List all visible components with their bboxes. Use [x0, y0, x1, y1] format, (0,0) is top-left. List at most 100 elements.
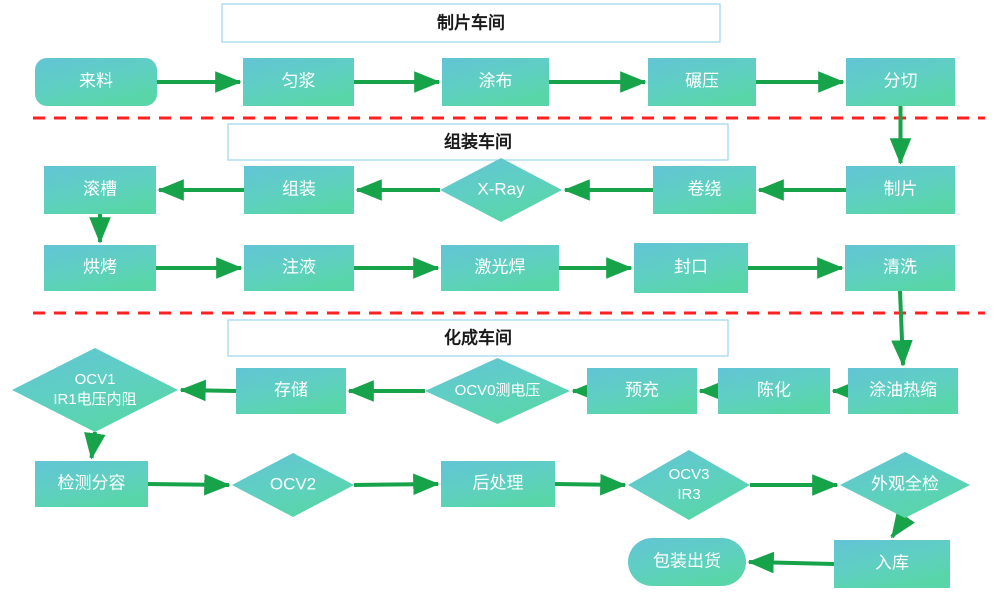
node-label: 来料	[79, 71, 113, 90]
node-label: 入库	[875, 553, 909, 572]
process-node-jiguanghan[interactable]: 激光焊	[441, 245, 559, 291]
node-shape-diamond	[840, 452, 970, 518]
process-node-cunchu[interactable]: 存储	[236, 368, 346, 414]
workshop-label-box: 制片车间	[221, 3, 721, 43]
process-node-tubu[interactable]: 涂布	[442, 58, 549, 106]
node-shape-rect	[834, 540, 950, 588]
node-shape-rect	[846, 166, 955, 214]
node-shape-rect	[441, 461, 555, 507]
process-node-fenqie[interactable]: 分切	[846, 58, 955, 106]
process-node-waiguan[interactable]: 外观全检	[840, 452, 970, 518]
node-label: 检测分容	[58, 473, 126, 492]
workshop-label-text: 化成车间	[444, 327, 512, 347]
workshop-label-frame	[227, 319, 729, 357]
workshop-label-frame	[227, 123, 729, 161]
node-label: 后处理	[473, 473, 524, 492]
node-shape-rect	[634, 243, 748, 293]
workshop-label-frame	[221, 3, 721, 43]
node-shape-rounded-rect	[35, 58, 157, 106]
connector-ocv1-jiance	[84, 431, 106, 460]
node-label: 清洗	[883, 257, 917, 276]
process-node-zuzhuang[interactable]: 组装	[244, 166, 354, 214]
node-label: 外观全检	[871, 474, 939, 493]
node-shape-diamond	[628, 450, 750, 520]
workshop-label-box: 化成车间	[227, 319, 729, 357]
node-label: 匀浆	[282, 71, 316, 90]
process-node-juanrao[interactable]: 卷绕	[653, 166, 756, 214]
node-shape-rect	[44, 245, 156, 291]
process-node-hongkao[interactable]: 烘烤	[44, 245, 156, 291]
node-shape-diamond	[440, 158, 562, 222]
process-node-jiance[interactable]: 检测分容	[35, 461, 148, 507]
process-node-chenhua[interactable]: 陈化	[718, 368, 830, 414]
node-label: 激光焊	[475, 257, 526, 276]
node-shape-rect	[243, 58, 354, 106]
node-label: 碾压	[685, 71, 719, 90]
node-label: 制片	[884, 179, 918, 198]
process-node-ocv2[interactable]: OCV2	[232, 453, 354, 517]
process-node-fengkou[interactable]: 封口	[634, 243, 748, 293]
node-label: 滚槽	[83, 179, 117, 198]
connector-cunchu-ocv1	[179, 379, 237, 402]
process-node-tuyou[interactable]: 涂油热缩	[848, 368, 958, 414]
node-shape-rect	[236, 368, 346, 414]
node-shape-rect	[718, 368, 830, 414]
connector-houchuli-ocv3	[554, 473, 627, 496]
node-shape-rect	[845, 245, 955, 291]
node-shape-rect	[441, 245, 559, 291]
process-node-nianya[interactable]: 碾压	[648, 58, 756, 106]
node-shape-diamond	[232, 453, 354, 517]
workshop-label-text: 制片车间	[437, 12, 505, 32]
node-label: 涂油热缩	[869, 380, 937, 399]
process-node-yuchong[interactable]: 预充	[587, 368, 697, 414]
node-shape-rect	[846, 58, 955, 106]
process-node-ocv0[interactable]: OCV0测电压	[425, 358, 570, 424]
connector-ocv2-houchuli	[353, 473, 440, 496]
process-node-ruku[interactable]: 入库	[834, 540, 950, 588]
process-node-yunjiang[interactable]: 匀浆	[243, 58, 354, 106]
process-node-zhipian[interactable]: 制片	[846, 166, 955, 214]
node-shape-rect	[587, 368, 697, 414]
node-label: 陈化	[757, 380, 791, 399]
workshop-label-text: 组装车间	[444, 131, 512, 151]
node-shape-rect	[35, 461, 148, 507]
node-label: 注液	[282, 257, 316, 276]
node-label: 分切	[884, 71, 918, 90]
node-label: 涂布	[479, 71, 513, 90]
node-label: OCV2	[270, 474, 316, 493]
connector-arrows	[84, 71, 915, 574]
connector-ruku-baozhuang	[747, 551, 835, 574]
node-label: 预充	[625, 380, 659, 399]
node-label: 卷绕	[688, 179, 722, 198]
process-node-baozhuang[interactable]: 包装出货	[628, 538, 746, 586]
connector-qingxi-tuyou	[891, 290, 913, 367]
node-shape-diamond	[12, 348, 178, 432]
node-shape-rect	[442, 58, 549, 106]
node-label: OCV0测电压	[455, 382, 541, 399]
node-shape-rect	[848, 368, 958, 414]
process-node-houchuli[interactable]: 后处理	[441, 461, 555, 507]
workshop-label-box: 组装车间	[227, 123, 729, 161]
process-node-qingxi[interactable]: 清洗	[845, 245, 955, 291]
node-label: 存储	[274, 380, 308, 399]
node-shape-rect	[244, 245, 354, 291]
process-node-guncao[interactable]: 滚槽	[44, 166, 156, 214]
connector-waiguan-ruku	[890, 510, 915, 539]
node-shape-rect	[653, 166, 756, 214]
process-node-lailiao[interactable]: 来料	[35, 58, 157, 106]
process-node-zhuye[interactable]: 注液	[244, 245, 354, 291]
node-shape-rect	[244, 166, 354, 214]
node-shape-stadium	[628, 538, 746, 586]
node-shape-diamond	[425, 358, 570, 424]
workshop-dividers	[33, 116, 985, 315]
node-label: 封口	[674, 257, 708, 276]
process-node-xray[interactable]: X-Ray	[440, 158, 562, 222]
